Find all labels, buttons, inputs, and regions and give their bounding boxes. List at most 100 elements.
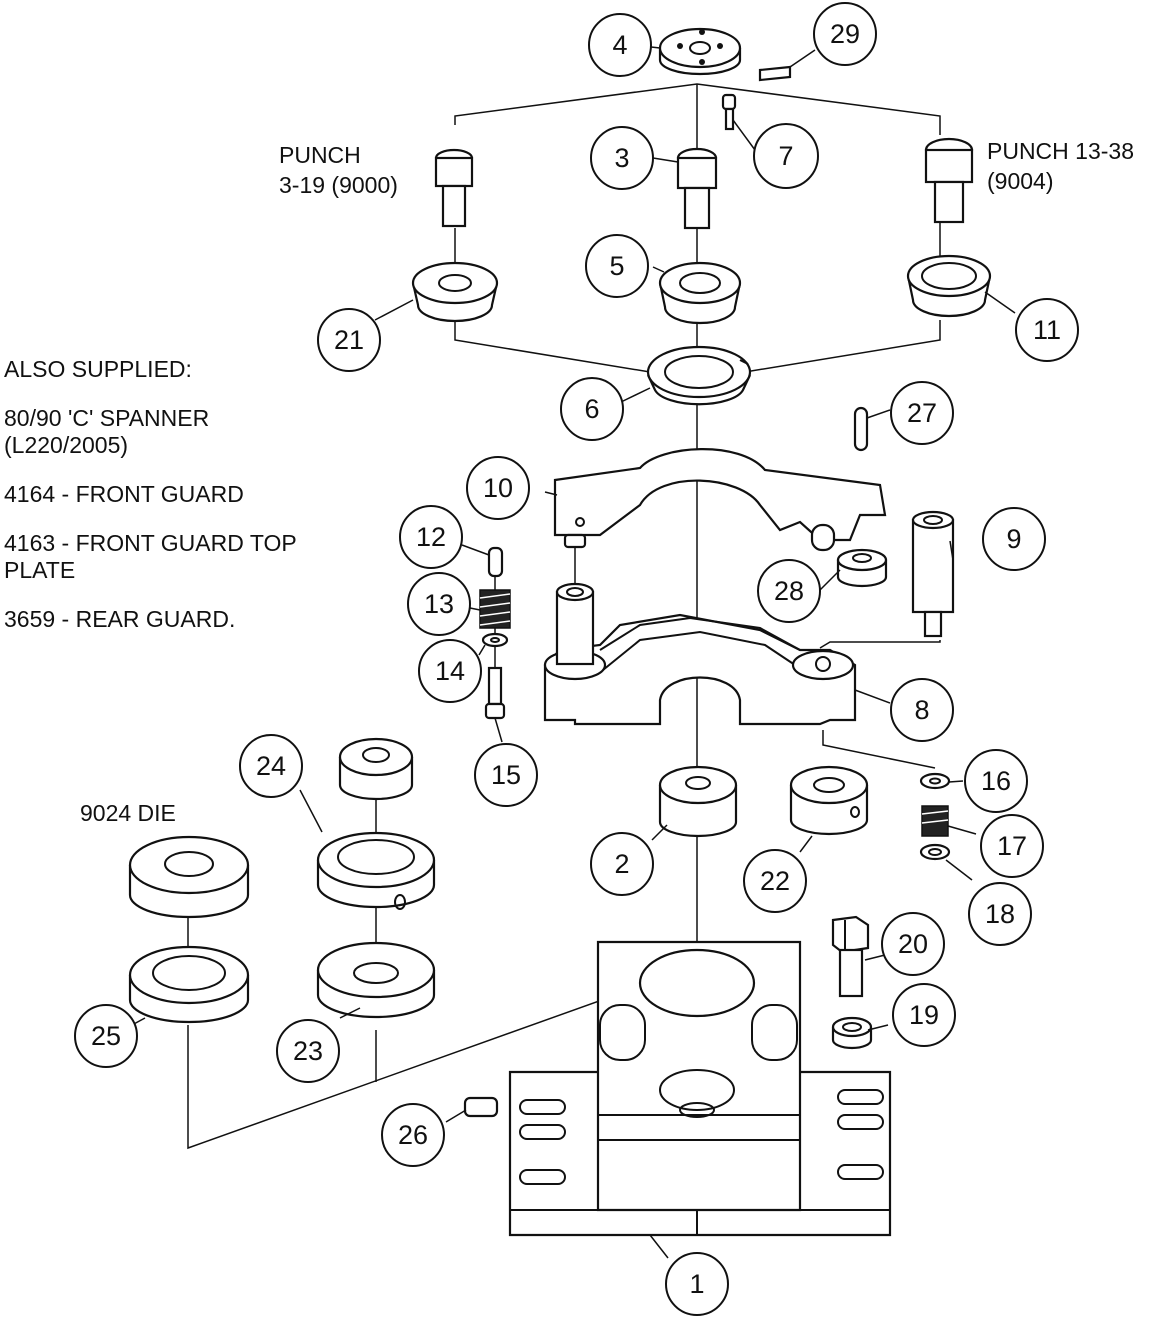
punch-right-label-line2: (9004) [987,168,1053,194]
svg-text:13: 13 [424,589,454,619]
svg-text:4: 4 [612,30,627,60]
callout-27: 27 [890,381,954,445]
callout-4: 4 [588,13,652,77]
callout-3: 3 [590,126,654,190]
notes-spanner-line2: (L220/2005) [4,432,129,458]
screw-part-7 [721,93,737,131]
notes-heading: ALSO SUPPLIED: [4,356,192,382]
callout-11: 11 [1015,298,1079,362]
washer-part-14 [481,632,509,648]
punch-left-label-line1: PUNCH [279,142,361,168]
callout-7: 7 [753,123,819,189]
frame-part-8 [543,582,857,726]
dowel-pin-27 [853,406,869,452]
svg-text:15: 15 [491,760,521,790]
callout-12: 12 [399,505,463,569]
spring-part-13 [479,589,511,629]
callout-5: 5 [585,234,649,298]
callout-17: 17 [980,814,1044,878]
callout-2: 2 [590,832,654,896]
svg-text:24: 24 [256,751,286,781]
washer-part-19 [831,1016,873,1050]
ring-part-5 [658,261,742,325]
screw-part-15 [484,666,506,720]
key-part [758,65,792,82]
svg-text:3: 3 [614,143,629,173]
guard-plate-part-10 [553,448,887,552]
base-block [508,940,892,1237]
svg-text:16: 16 [981,766,1011,796]
pin-part-26 [463,1096,499,1118]
ring-part-11 [906,254,992,318]
punch-left-label-line2: 3-19 (9000) [279,172,398,198]
callout-8: 8 [890,678,954,742]
collar-part-22 [789,765,869,836]
svg-text:2: 2 [614,849,629,879]
callout-1: 1 [665,1252,729,1316]
callout-21: 21 [317,308,381,372]
svg-text:20: 20 [898,929,928,959]
callout-23: 23 [276,1019,340,1083]
pin-part-12 [487,546,504,578]
callout-19: 19 [892,983,956,1047]
svg-text:21: 21 [334,325,364,355]
callout-14: 14 [418,639,482,703]
spacer-part [338,737,414,801]
callout-6: 6 [560,377,624,441]
washer-part-16 [919,772,951,790]
notes-top-plate-line2: PLATE [4,557,76,583]
callout-24: 24 [239,734,303,798]
svg-text:19: 19 [909,1000,939,1030]
callout-18: 18 [968,882,1032,946]
bushing-part-28 [836,548,888,588]
ring-part-25 [128,945,250,1024]
svg-text:11: 11 [1033,315,1061,345]
svg-text:12: 12 [416,522,446,552]
svg-text:27: 27 [907,398,937,428]
callout-20: 20 [881,912,945,976]
callout-15: 15 [474,743,538,807]
notes-front-guard: 4164 - FRONT GUARD [4,481,244,507]
collar-part-24 [316,831,436,910]
svg-text:29: 29 [830,19,860,49]
callout-22: 22 [743,849,807,913]
punch-center [676,147,718,230]
punch-left [434,148,474,228]
notes-top-plate-line1: 4163 - FRONT GUARD TOP [4,530,297,556]
svg-text:28: 28 [774,576,804,606]
callout-9: 9 [982,507,1046,571]
ring-part-23 [316,941,436,1019]
svg-text:22: 22 [760,866,790,896]
svg-text:26: 26 [398,1120,428,1150]
washer-part-18 [919,843,951,861]
callout-25: 25 [74,1004,138,1068]
pillar-part-9 [911,510,955,638]
callout-28: 28 [757,559,821,623]
svg-text:8: 8 [914,695,929,725]
callout-29: 29 [813,2,877,66]
callout-26: 26 [381,1103,445,1167]
svg-text:25: 25 [91,1021,121,1051]
notes-spanner-line1: 80/90 'C' SPANNER [4,405,210,431]
die-part-9024 [128,835,250,919]
collar-part-6 [646,345,752,406]
top-plate-part [658,27,742,76]
svg-text:10: 10 [483,473,513,503]
also-supplied-notes: ALSO SUPPLIED: 80/90 'C' SPANNER (L220/2… [4,356,349,633]
svg-text:7: 7 [778,141,793,171]
leader-lines [131,46,1016,1259]
svg-text:23: 23 [293,1036,323,1066]
ring-part-21 [411,261,499,323]
bolt-part-20 [831,915,870,998]
svg-text:9: 9 [1006,524,1021,554]
svg-text:6: 6 [584,394,599,424]
svg-text:14: 14 [435,656,465,686]
callout-10: 10 [466,456,530,520]
svg-text:1: 1 [689,1269,704,1299]
callout-16: 16 [964,749,1028,813]
svg-text:17: 17 [997,831,1027,861]
svg-text:18: 18 [985,899,1015,929]
punch-right [924,137,974,224]
